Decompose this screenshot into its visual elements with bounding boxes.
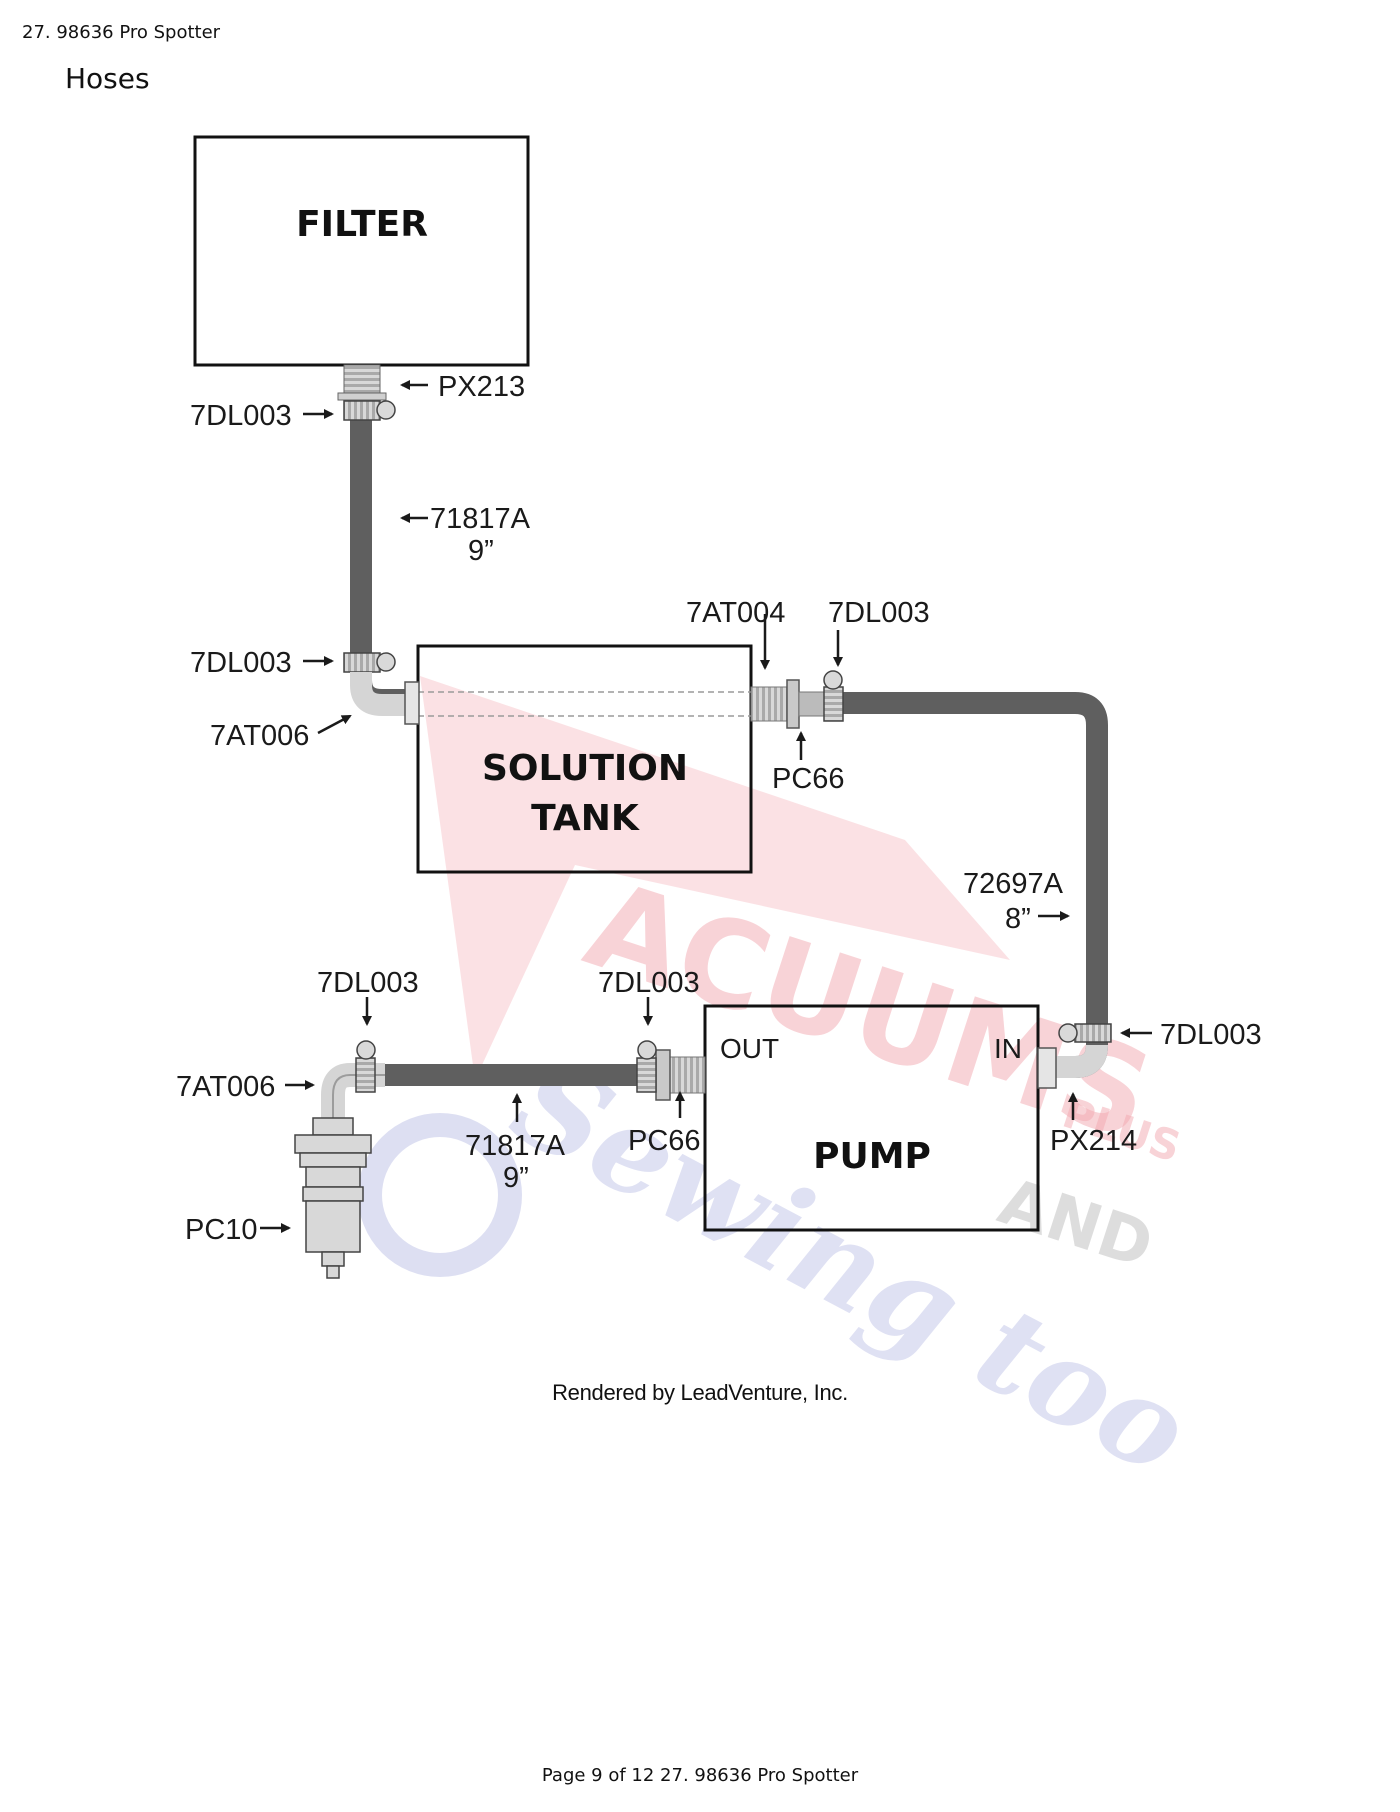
rendered-by-credit: Rendered by LeadVenture, Inc. [552, 1380, 848, 1405]
callout-hose-top-len: 9” [468, 535, 494, 567]
section-title: Hoses [65, 62, 150, 95]
callout-hose-right-len: 8” [1005, 903, 1031, 935]
px213-collar [337, 392, 387, 401]
watermark-v-shape [420, 676, 1010, 1080]
px214-fitting [1037, 1047, 1057, 1089]
callout-px213: PX213 [438, 371, 525, 403]
elbow-pump-in [1055, 1044, 1108, 1078]
clamp-pump-in-7dl003 [1074, 1023, 1112, 1043]
callout-elbow-lower: 7AT006 [176, 1071, 275, 1103]
clamp-pump-out-screw [637, 1040, 657, 1060]
page-header: 27. 98636 Pro Spotter [22, 22, 221, 43]
callout-clamp-pump-in: 7DL003 [1160, 1019, 1262, 1051]
page-footer: Page 9 of 12 27. 98636 Pro Spotter [541, 1765, 859, 1786]
callout-clamp-tank-right: 7DL003 [828, 597, 930, 629]
pc10-quick-connect [294, 1117, 372, 1279]
clamp-filter-7dl003 [343, 400, 381, 421]
watermark-text-and: AND [990, 1165, 1161, 1284]
clamp-tank-right-7dl003 [823, 686, 844, 722]
filter-box [193, 135, 530, 367]
pc66-tank-nut [786, 679, 800, 729]
callout-elbow-tank: 7AT006 [210, 720, 309, 752]
pump-box [703, 1004, 1040, 1232]
callout-clamp-filter: 7DL003 [190, 400, 292, 432]
clamp-tank-right-screw [823, 670, 843, 690]
tank-inlet-fitting [404, 681, 420, 725]
pump-in-label: IN [994, 1033, 1022, 1064]
callout-hose-top-part: 71817A [430, 503, 531, 535]
clamp-pump-in-screw [1058, 1023, 1078, 1043]
callout-clamp-tank-left: 7DL003 [190, 647, 292, 679]
tank-fitting-7at004 [750, 686, 788, 722]
callout-hose-right-part: 72697A [963, 868, 1064, 900]
pump-out-thread [668, 1056, 706, 1094]
callout-hose-bottom-part: 71817A [465, 1130, 566, 1162]
pump-out-label: OUT [720, 1033, 779, 1064]
px213-fitting [343, 364, 381, 396]
clamp-lower-left-screw [356, 1040, 376, 1060]
elbow-tank-7at006 [350, 672, 405, 716]
clamp-pump-out-7dl003 [636, 1057, 657, 1093]
callout-clamp-pump-out: 7DL003 [598, 967, 700, 999]
clamp-lower-left-7dl003 [355, 1057, 376, 1093]
solution-tank-label-1: SOLUTION [482, 748, 688, 789]
clamp-filter-screw [376, 400, 396, 420]
clamp-tank-left-screw [376, 652, 396, 672]
elbow-lower-outline [332, 1074, 385, 1118]
callout-pc10: PC10 [185, 1214, 258, 1246]
callout-px214: PX214 [1050, 1125, 1137, 1157]
pc66-pump-nut [655, 1049, 671, 1101]
callout-clamp-lower-left: 7DL003 [317, 967, 419, 999]
callout-pc66-tank: PC66 [772, 763, 845, 795]
callout-pc66-pump: PC66 [628, 1125, 701, 1157]
watermark-swirl [358, 1113, 522, 1277]
pump-label: PUMP [813, 1136, 931, 1177]
clamp-tank-left-7dl003 [343, 652, 381, 673]
solution-tank-label-2: TANK [531, 798, 640, 839]
solution-tank-box [416, 644, 753, 874]
callout-hose-bottom-len: 9” [503, 1162, 529, 1194]
callout-tank-fitting: 7AT004 [686, 597, 785, 629]
tank-fitting-spigot [798, 691, 826, 717]
filter-label: FILTER [296, 204, 428, 245]
